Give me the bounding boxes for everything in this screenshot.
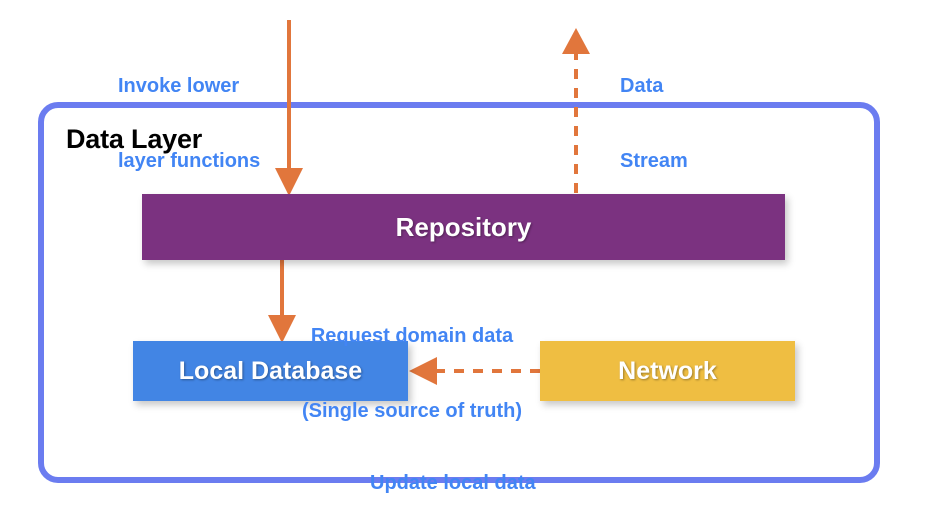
label-data-stream-line2: Stream xyxy=(620,150,688,172)
label-update-local-data: Update local data xyxy=(370,421,536,521)
data-layer-frame xyxy=(38,102,880,483)
node-local-database[interactable]: Local Database xyxy=(133,341,408,401)
label-request-domain-data: Request domain data (Single source of tr… xyxy=(302,274,522,474)
label-data-stream-line1: Data xyxy=(620,75,664,97)
label-invoke-lower-layer-functions: Invoke lower layer functions xyxy=(118,24,260,224)
node-local-database-label: Local Database xyxy=(178,356,363,385)
label-request-line1: Request domain data xyxy=(310,325,514,347)
label-invoke-line2: layer functions xyxy=(118,150,261,172)
node-repository-label: Repository xyxy=(395,211,532,242)
label-update-line1: Update local data xyxy=(370,472,536,494)
label-request-line2: (Single source of truth) xyxy=(302,400,522,422)
node-network[interactable]: Network xyxy=(540,341,795,401)
label-data-stream: Data Stream xyxy=(620,24,688,224)
node-repository[interactable]: Repository xyxy=(142,194,785,260)
label-invoke-line1: Invoke lower xyxy=(118,75,240,97)
node-network-label: Network xyxy=(618,356,717,385)
data-layer-title: Data Layer xyxy=(66,124,203,154)
